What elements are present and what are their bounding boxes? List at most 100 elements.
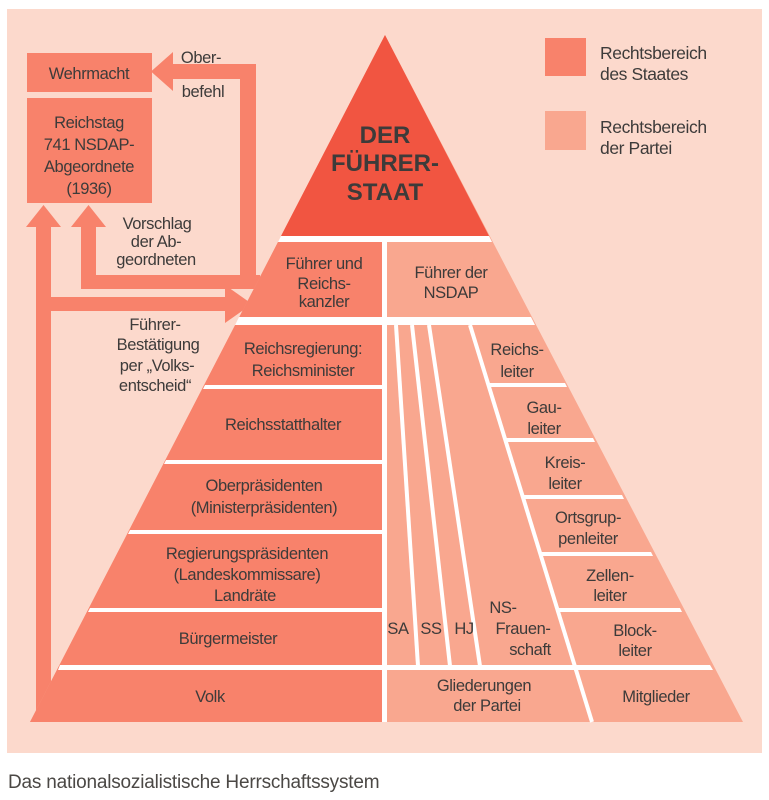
diagram-caption: Das nationalsozialistische Herrschaftssy… [8, 772, 379, 793]
svg-text:Regierungspräsidenten: Regierungspräsidenten [166, 545, 328, 563]
party-row-blockleiter: Block- leiter [613, 622, 657, 660]
legend-state-swatch [545, 38, 586, 76]
svg-text:Reichsregierung:: Reichsregierung: [244, 340, 362, 358]
divider-sa-ss [394, 324, 420, 667]
stripe-ns-frauenschaft-label: NS- Frauen- schaft [489, 599, 552, 659]
svg-text:Reichs-: Reichs- [490, 341, 543, 359]
gliederungen-label: Gliederungen der Partei [437, 677, 532, 715]
stripe-sa-label: SA [387, 620, 409, 638]
legend-party-swatch [545, 111, 586, 150]
state-row-regierungspraesidenten: Regierungspräsidenten (Landeskommissare)… [166, 545, 329, 605]
svg-text:Gliederungen: Gliederungen [437, 677, 531, 695]
state-row-oberpraesidenten: Oberpräsidenten (Ministerpräsidenten) [191, 477, 338, 517]
oberbefehl-shaft-v [240, 64, 256, 286]
bestaetigung-shaft-h [36, 297, 227, 311]
vorschlag-arrowhead [71, 205, 106, 227]
pyramid-apex-triangle [281, 35, 489, 236]
reichstag-label: Reichstag 741 NSDAP- Abgeordnete (1936) [44, 114, 135, 198]
legend-state-label: Rechtsbereich [600, 43, 707, 63]
svg-text:der Partei: der Partei [453, 697, 521, 715]
svg-text:Gau-: Gau- [526, 399, 561, 417]
svg-text:NSDAP: NSDAP [424, 284, 479, 302]
svg-text:leiter: leiter [548, 475, 582, 493]
svg-text:Bestätigung: Bestätigung [117, 336, 200, 354]
divider-ss-hj [410, 324, 452, 667]
svg-text:leiter: leiter [593, 587, 627, 605]
svg-text:befehl: befehl [182, 83, 225, 101]
svg-text:(Ministerpräsidenten): (Ministerpräsidenten) [191, 499, 338, 517]
party-row-reichsleiter: Reichs- leiter [490, 341, 544, 381]
bestaetigung-label: Führer- Bestätigung per „Volks- entschei… [117, 316, 200, 395]
wehrmacht-label: Wehrmacht [49, 65, 130, 83]
svg-text:penleiter: penleiter [558, 530, 619, 548]
divider-party-2 [504, 438, 595, 442]
party-row-ortsgruppenleiter: Ortsgrup- penleiter [555, 509, 621, 548]
divider-lines [58, 236, 713, 723]
svg-text:DER: DER [360, 122, 411, 149]
svg-text:Führer der: Führer der [414, 264, 488, 282]
state-row-volk: Volk [195, 688, 226, 706]
divider-state-1 [203, 385, 387, 389]
svg-text:Kreis-: Kreis- [545, 454, 586, 472]
svg-text:Landräte: Landräte [214, 587, 276, 605]
divider-party-1 [488, 383, 567, 387]
pyramid-state-region [30, 242, 387, 722]
divider-apex-band [278, 236, 492, 242]
arrow-volkswahl [26, 205, 61, 714]
svg-text:Abgeordnete: Abgeordnete [44, 158, 134, 176]
divider-party-3 [522, 495, 624, 499]
legend-party-label: der Partei [600, 138, 672, 158]
party-row-gauleiter: Gau- leiter [526, 399, 562, 438]
divider-hj-nsf [427, 324, 482, 667]
divider-nsf-party [468, 324, 594, 723]
svg-text:(1936): (1936) [66, 180, 111, 198]
stripe-ss-label: SS [420, 620, 442, 638]
volkswahl-arrowhead [26, 205, 61, 227]
svg-text:741 NSDAP-: 741 NSDAP- [44, 136, 134, 154]
party-row-kreisleiter: Kreis- leiter [545, 454, 586, 493]
state-row-buergermeister: Bürgermeister [179, 630, 278, 648]
svg-text:schaft: schaft [509, 641, 551, 659]
divider-state-2 [164, 460, 387, 464]
svg-text:Reichs-: Reichs- [297, 275, 350, 293]
svg-text:Ortsgrup-: Ortsgrup- [555, 509, 621, 527]
stripe-hj-label: HJ [454, 620, 474, 638]
svg-text:Führer und: Führer und [286, 255, 363, 273]
svg-text:der Ab-: der Ab- [131, 233, 181, 251]
party-row-zellenleiter: Zellen- leiter [586, 567, 634, 605]
svg-text:Oberpräsidenten: Oberpräsidenten [206, 477, 323, 495]
svg-text:geordneten: geordneten [116, 251, 196, 269]
arrow-oberbefehl [151, 52, 256, 286]
legend: Rechtsbereich des Staates Rechtsbereich … [545, 38, 707, 158]
wehrmacht-box [27, 53, 152, 92]
state-row-reichsregierung: Reichsregierung: Reichsminister [244, 340, 363, 380]
svg-text:Reichstag: Reichstag [54, 114, 124, 132]
party-row-mitglieder: Mitglieder [622, 688, 690, 706]
legend-party-label: Rechtsbereich [600, 117, 707, 137]
oberbefehl-label: Ober- befehl [181, 49, 225, 101]
svg-text:leiter: leiter [618, 642, 652, 660]
svg-text:Führer-: Führer- [129, 316, 180, 334]
divider-state-4 [88, 608, 387, 612]
svg-text:Block-: Block- [613, 622, 656, 640]
svg-text:kanzler: kanzler [299, 293, 350, 311]
svg-text:Frauen-: Frauen- [496, 620, 551, 638]
oberbefehl-arrowhead [151, 52, 173, 91]
band-party-label: Führer der NSDAP [414, 264, 488, 302]
svg-text:Zellen-: Zellen- [586, 567, 634, 585]
vorschlag-shaft-h [81, 275, 260, 289]
vorschlag-label: Vorschlag der Ab- geordneten [116, 215, 196, 269]
vorschlag-shaft-v [81, 222, 96, 282]
svg-text:Vorschlag: Vorschlag [123, 215, 192, 233]
divider-party-4 [539, 552, 653, 556]
bestaetigung-arrowhead [225, 285, 252, 323]
oberbefehl-shaft-h [171, 64, 249, 79]
svg-text:STAAT: STAAT [347, 179, 424, 206]
legend-state-label: des Staates [600, 64, 689, 84]
svg-text:entscheid“: entscheid“ [119, 377, 191, 395]
svg-text:(Landeskommissare): (Landeskommissare) [174, 566, 321, 584]
svg-text:Reichsminister: Reichsminister [252, 362, 355, 380]
divider-party-5 [557, 608, 682, 612]
